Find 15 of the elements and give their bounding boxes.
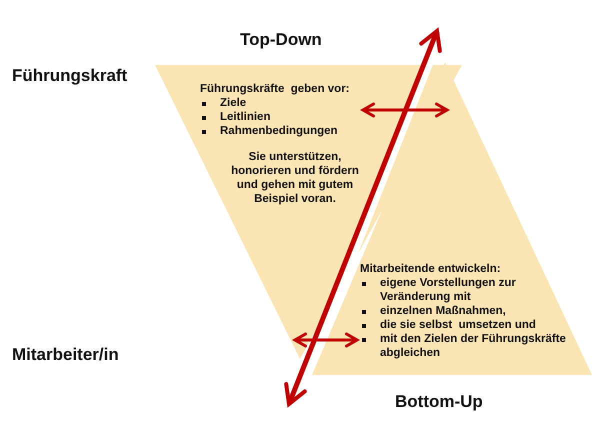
heading: Führungskräfte geben vor:: [200, 82, 351, 96]
label: Führungskraft: [12, 66, 128, 86]
heading: Mitarbeitende entwickeln:: [360, 262, 502, 276]
bullet-item: einzelnen Maßnahmen,: [380, 304, 507, 318]
bullet-item: Rahmenbedingungen: [220, 124, 339, 138]
double-arrow: [362, 102, 448, 118]
bullet-item: Ziele: [220, 96, 248, 110]
label: Bottom-Up: [395, 392, 483, 412]
double-arrow: [294, 332, 358, 348]
bullet-item: die sie selbst umsetzen und: [380, 318, 537, 332]
label: Top-Down: [240, 30, 322, 50]
bullet-item: Leitlinien: [220, 110, 272, 124]
label: Mitarbeiter/in: [12, 345, 119, 365]
paragraph: Sie unterstützen, honorieren und fördern und gehen mit gutem Beispiel voran.: [230, 150, 360, 206]
bullet-item: mit den Zielen der Führungskräfte abgleichen: [380, 332, 567, 360]
